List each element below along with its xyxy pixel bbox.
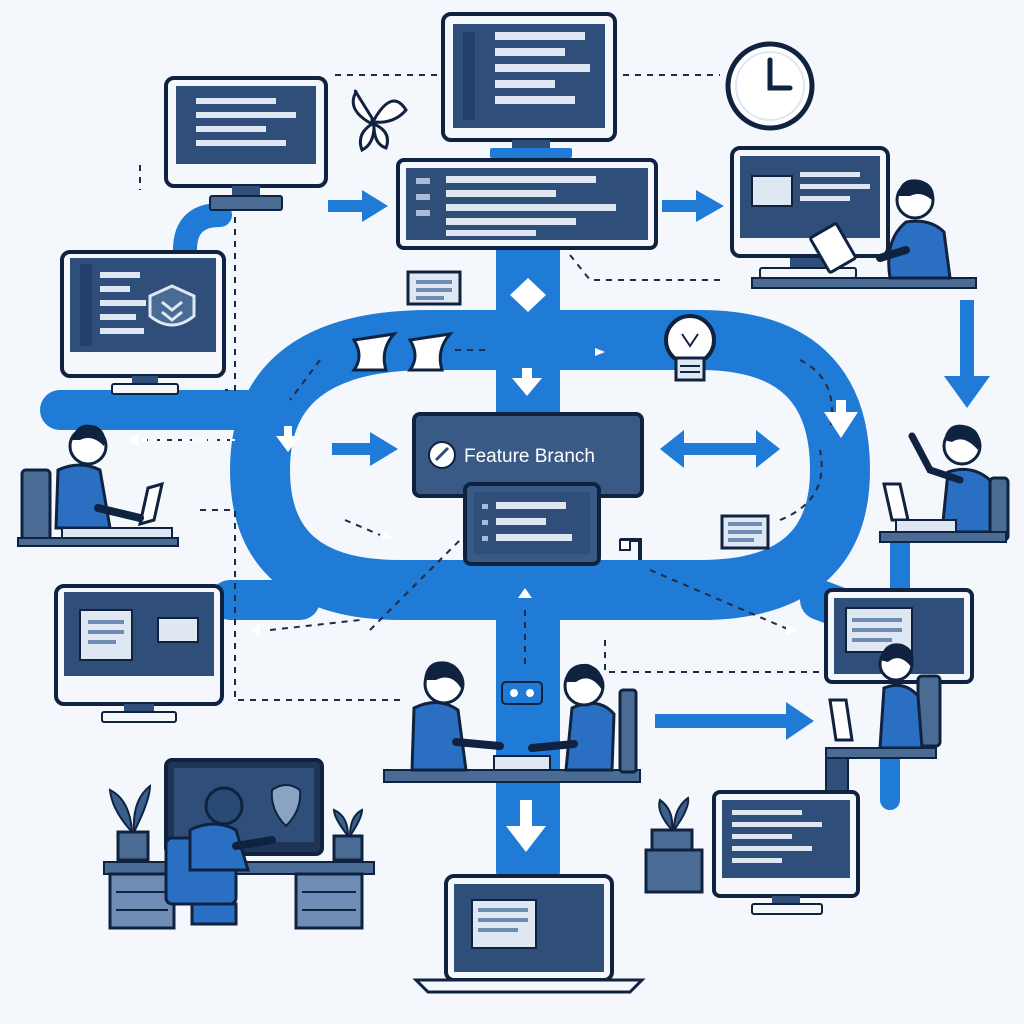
person-icon (410, 701, 468, 772)
bottom-laptop (412, 874, 646, 994)
arrow-down-icon (506, 800, 546, 852)
feature-branch-node: Feature Branch (412, 412, 644, 498)
diamond-icon (510, 278, 546, 312)
right-lower-workstation (824, 588, 974, 793)
arrow-right-icon (328, 190, 388, 222)
plant-icon (332, 808, 364, 862)
road-arrows (128, 278, 858, 852)
feature-branch-label: Feature Branch (464, 446, 595, 467)
center-screen (463, 482, 601, 566)
lightbulb-icon (664, 314, 716, 382)
left-workstation (17, 424, 179, 547)
paper-flag-icons (351, 331, 454, 372)
person-icon (878, 683, 924, 750)
top-monitor (441, 12, 617, 158)
arrow-down-icon (512, 368, 542, 396)
flow-arrows (328, 190, 990, 740)
arrow-down-icon (824, 400, 858, 438)
right-workstation (879, 424, 1010, 543)
link-icon (501, 681, 543, 705)
arrow-down-icon (276, 426, 300, 452)
arrow-right-icon (662, 190, 724, 222)
bottom-right-workstation (644, 790, 860, 915)
person-icon (940, 467, 992, 534)
plant-icon (644, 796, 704, 894)
top-right-workstation (730, 146, 977, 289)
person-icon (887, 219, 952, 280)
left-monitor (60, 250, 226, 395)
alien-icon (270, 784, 302, 828)
code-window (396, 158, 658, 250)
person-icon (54, 463, 112, 530)
plant-icon (108, 783, 152, 862)
arrow-down-icon (944, 300, 990, 408)
butterfly-icon (351, 89, 408, 153)
pair-programming-workstation (383, 661, 641, 783)
arrow-right-icon (332, 432, 398, 466)
top-left-branch-path (173, 203, 232, 262)
bottom-left-workstation (103, 758, 375, 930)
document-icon (406, 270, 462, 306)
clock-icon (725, 41, 815, 131)
merge-icon (428, 441, 456, 469)
left-lower-monitor (54, 584, 224, 723)
top-left-monitor (164, 76, 328, 211)
person-icon (564, 701, 616, 772)
arrow-right-icon (655, 702, 814, 740)
shield-icon (148, 284, 196, 327)
document-icon (720, 514, 770, 550)
double-arrow-icon (660, 430, 780, 468)
cursor-icon (619, 538, 642, 560)
